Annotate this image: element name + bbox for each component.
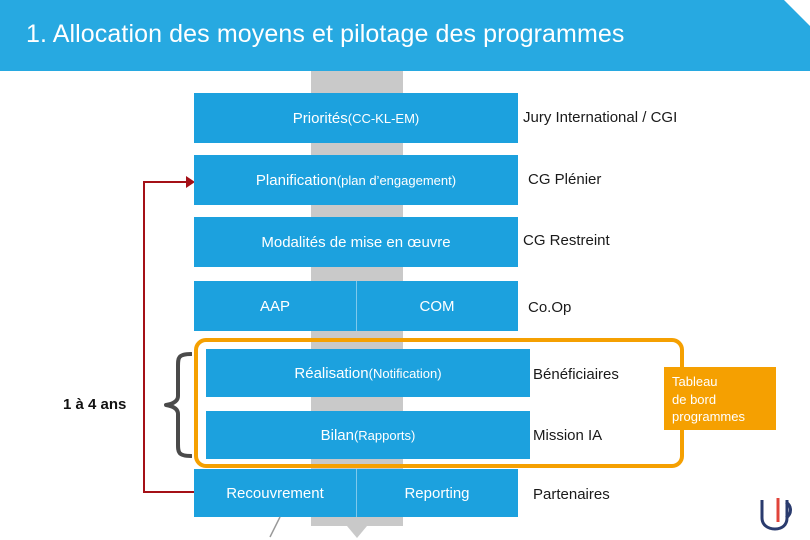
flow-box-aap-label: AAP: [259, 297, 290, 315]
actor-label-beneficiaires: Bénéficiaires: [533, 366, 619, 383]
page-title: 1. Allocation des moyens et pilotage des…: [26, 20, 625, 48]
flow-box-realisation[interactable]: Réalisation (Notification): [206, 349, 530, 397]
flow-box-planification[interactable]: Planification (plan d’engagement): [194, 155, 518, 205]
red-connector-arrowhead-icon: [186, 176, 195, 188]
page-header: 1. Allocation des moyens et pilotage des…: [0, 0, 810, 71]
flow-box-modalites[interactable]: Modalités de mise en œuvre: [194, 217, 518, 267]
flow-box-modalites-label: Modalités de mise en œuvre: [261, 233, 451, 251]
dashboard-callout-line3: programmes: [672, 409, 745, 425]
flow-box-divider-2: [356, 469, 357, 517]
duration-label: 1 à 4 ans: [63, 396, 127, 413]
flow-box-recouvrement-reporting[interactable]: Recouvrement Reporting: [194, 469, 518, 517]
flow-box-recouvrement-label: Recouvrement: [226, 484, 324, 502]
dashboard-callout: Tableau de bord programmes: [664, 367, 776, 430]
actor-label-cg-plenier: CG Plénier: [528, 171, 602, 188]
flow-box-divider: [356, 281, 357, 331]
actor-label-coop: Co.Op: [528, 299, 572, 316]
flow-box-realisation-sublabel: (Notification): [368, 365, 442, 381]
pen-stroke-icon: [269, 516, 281, 538]
duration-brace-icon: [164, 352, 192, 458]
actor-label-mission-ia: Mission IA: [533, 427, 603, 444]
red-connector-vertical: [143, 181, 145, 493]
flow-box-com-label: COM: [419, 297, 455, 315]
actor-label-cg-restreint: CG Restreint: [523, 232, 610, 249]
flow-box-bilan-sublabel: (Rapports): [353, 427, 416, 443]
flow-box-priorites-label: Priorités: [292, 109, 348, 127]
actor-label-partenaires: Partenaires: [533, 486, 610, 503]
flow-box-aap-com[interactable]: AAP COM: [194, 281, 518, 331]
brand-logo-icon: [760, 498, 792, 531]
dashboard-callout-line2: de bord: [672, 391, 717, 407]
flow-box-bilan[interactable]: Bilan (Rapports): [206, 411, 530, 459]
red-connector-bottom: [143, 491, 195, 493]
flow-box-planification-sublabel: (plan d’engagement): [336, 172, 457, 188]
actor-label-jury-international: Jury International / CGI: [523, 109, 678, 126]
red-connector-top: [143, 181, 193, 183]
flow-box-realisation-label: Réalisation: [294, 364, 369, 382]
flow-box-planification-label: Planification: [255, 171, 337, 189]
flow-box-bilan-label: Bilan: [320, 426, 354, 444]
flow-box-reporting-label: Reporting: [404, 484, 470, 502]
flow-box-priorites[interactable]: Priorités (CC-KL-EM): [194, 93, 518, 143]
header-corner-fold-icon: [784, 0, 810, 26]
dashboard-callout-line1: Tableau: [672, 374, 718, 389]
flow-box-priorites-sublabel: (CC-KL-EM): [347, 110, 420, 126]
